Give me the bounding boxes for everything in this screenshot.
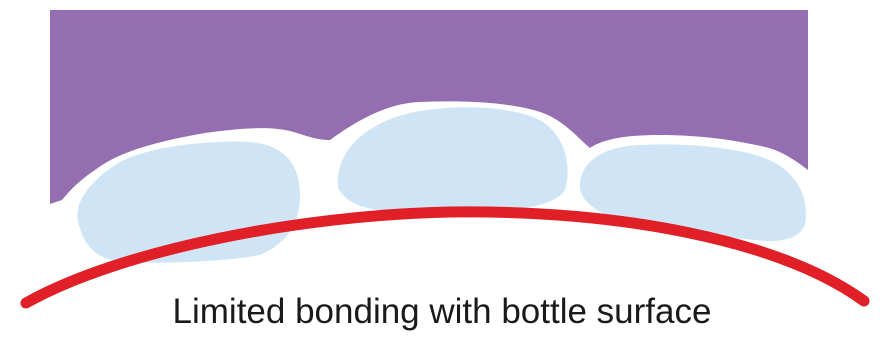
- bead-middle: [338, 107, 568, 212]
- bead-right: [580, 144, 806, 241]
- caption: Limited bonding with bottle surface: [0, 290, 884, 334]
